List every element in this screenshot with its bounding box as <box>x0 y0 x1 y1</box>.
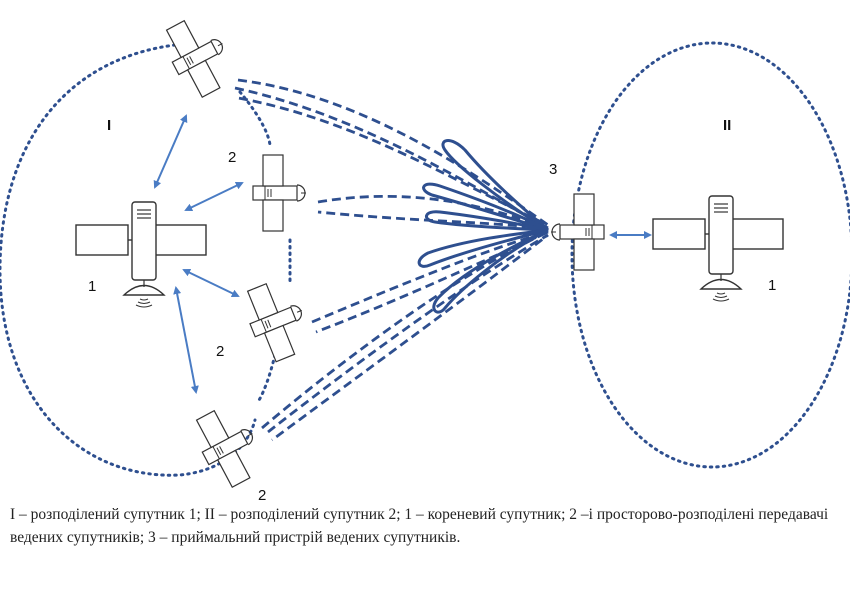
label-cluster-2: II <box>723 117 731 134</box>
lobe-3 <box>425 210 549 232</box>
beam-top-inner <box>234 86 549 230</box>
slave-satellite-top-icon <box>157 9 241 103</box>
beam-bottom <box>267 233 549 442</box>
lobe-1 <box>441 139 549 232</box>
slave-satellite-b-icon <box>237 274 317 367</box>
link-root-top <box>153 114 188 189</box>
cluster-1-boundary-gap-top <box>238 90 272 147</box>
link-root-bottom <box>173 286 199 394</box>
link-root-slave-b <box>182 268 240 298</box>
link-root-slave-a <box>184 182 244 211</box>
cluster-1-boundary <box>0 43 257 477</box>
beam-top <box>237 78 549 227</box>
cluster-2-boundary <box>570 41 850 469</box>
label-cluster-1: I <box>107 117 111 134</box>
beam-mid-lower <box>311 230 549 334</box>
label-slave-sat-b: 2 <box>216 343 224 360</box>
cluster-1-boundary-low <box>256 353 277 404</box>
label-root-sat-1: 1 <box>88 278 96 295</box>
lobe-5 <box>432 228 549 314</box>
receiver-satellite-icon <box>550 193 605 271</box>
slave-satellite-bottom-icon <box>187 399 271 493</box>
root-satellite-2-icon <box>652 195 784 302</box>
label-slave-sat-c: 2 <box>258 487 266 500</box>
receiver-lobes <box>417 139 549 314</box>
links <box>153 114 652 394</box>
figure-caption: I – розподілений супутник 1; II – розпод… <box>10 506 829 546</box>
lobe-2 <box>422 182 549 232</box>
lobe-4 <box>417 228 549 268</box>
slave-satellite-a-icon <box>252 154 307 232</box>
beams <box>234 78 549 442</box>
beam-mid-upper <box>317 194 549 231</box>
label-receiver: 3 <box>549 161 557 178</box>
label-root-sat-2: 1 <box>768 277 776 294</box>
label-slave-sat-a: 2 <box>228 149 236 166</box>
diagram-canvas: I II 1 2 2 2 3 1 <box>0 9 850 500</box>
